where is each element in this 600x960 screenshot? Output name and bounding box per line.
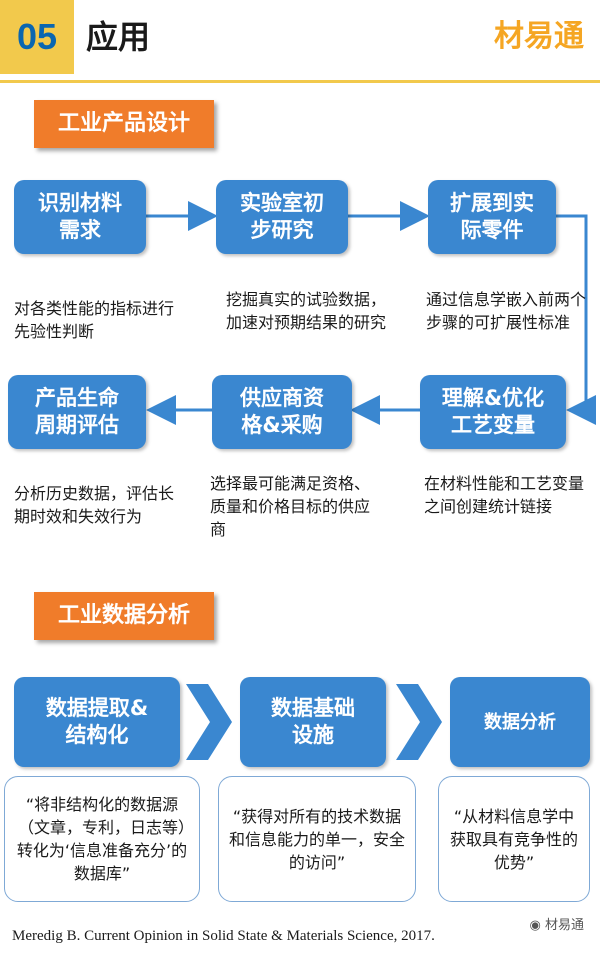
citation: Meredig B. Current Opinion in Solid Stat… — [12, 928, 435, 944]
step-desc-1: 对各类性能的指标进行先验性判断 — [14, 299, 175, 341]
watermark-text: 材易通 — [544, 918, 584, 933]
wechat-icon: ◉ — [529, 918, 541, 933]
quote-data-infrastructure: “获得对所有的技术数据和信息能力的单一，安全的访问” — [218, 776, 416, 902]
quote-data-analytics: “从材料信息学中获取具有竞争性的优势” — [438, 776, 590, 902]
step-desc-5: 选择最可能满足资格、质量和价格目标的供应商 — [210, 474, 371, 539]
watermark: ◉ 材易通 — [530, 914, 585, 933]
step-desc-4: 在材料性能和工艺变量之间创建统计链接 — [424, 474, 585, 516]
section-number: 05 — [16, 16, 58, 57]
pipeline-data-analytics: 数据分析 — [450, 677, 590, 767]
step-lab-research: 实验室初步研究 — [216, 180, 348, 254]
step-optimize-process: 理解&优化工艺变量 — [420, 375, 566, 449]
section-title-data-analysis: 工业数据分析 — [34, 592, 214, 640]
step-lifecycle-assessment: 产品生命周期评估 — [8, 375, 146, 449]
step-supplier-qualification: 供应商资格&采购 — [212, 375, 352, 449]
brand-logo-text: 材易通 — [494, 19, 584, 54]
step-desc-2: 挖掘真实的试验数据，加速对预期结果的研究 — [226, 290, 387, 332]
header-divider — [0, 80, 600, 83]
step-identify-material-needs: 识别材料需求 — [14, 180, 146, 254]
section-number-badge — [0, 0, 74, 74]
step-desc-6: 分析历史数据，评估长期时效和失效行为 — [14, 484, 175, 526]
page-title: 应用 — [86, 18, 151, 56]
section-title-product-design: 工业产品设计 — [34, 100, 214, 148]
quote-data-extraction: “将非结构化的数据源（文章，专利，日志等）转化为‘信息准备充分’的数据库” — [4, 776, 200, 902]
arrow-3-4 — [556, 214, 596, 425]
pipeline-data-extraction: 数据提取&结构化 — [14, 677, 180, 767]
step-desc-3: 通过信息学嵌入前两个步骤的可扩展性标准 — [426, 290, 587, 332]
pipeline-data-infrastructure: 数据基础设施 — [240, 677, 386, 767]
step-scale-to-parts: 扩展到实际零件 — [428, 180, 556, 254]
chevron-arrow-1 — [186, 684, 232, 760]
chevron-arrow-2 — [396, 684, 442, 760]
